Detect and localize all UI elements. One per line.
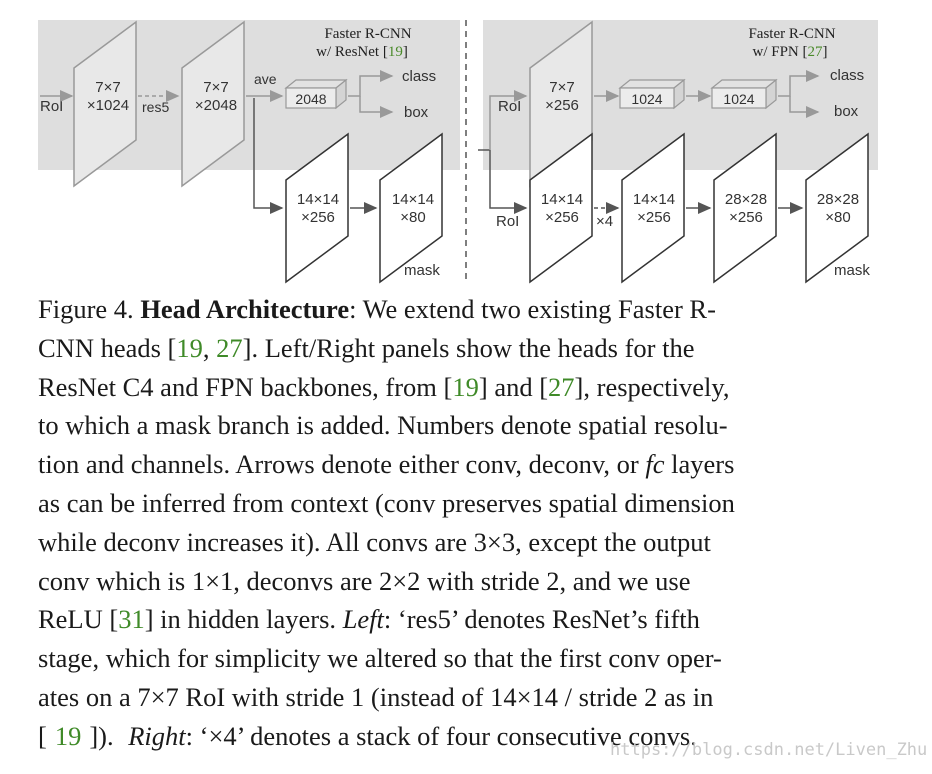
left-mask-box-2: [379, 132, 443, 284]
svg-text:1024: 1024: [631, 91, 662, 107]
res5-label: res5: [142, 99, 169, 115]
svg-text:×2048: ×2048: [195, 97, 237, 114]
svg-text:×256: ×256: [729, 209, 763, 226]
caption-line: while deconv increases it). All convs ar…: [38, 526, 711, 557]
left-title-line2: w/ ResNet [19]: [316, 44, 408, 60]
svg-text:14×14: 14×14: [633, 191, 675, 208]
right-fc-1024-a: [619, 87, 675, 109]
caption-line: CNN heads [19, 27]. Left/Right panels sh…: [38, 332, 695, 363]
caption-line: ResNet C4 and FPN backbones, from [19] a…: [38, 371, 730, 402]
svg-text:14×14: 14×14: [392, 191, 434, 208]
caption-line: stage, which for simplicity we altered s…: [38, 643, 722, 674]
svg-text:28×28: 28×28: [817, 191, 859, 208]
left-box-label: box: [404, 104, 429, 121]
caption-line: ReLU [31] in hidden layers. Left: ‘res5’…: [38, 604, 700, 635]
left-roi-label: RoI: [40, 98, 63, 115]
right-mask-box-3: [713, 132, 777, 284]
svg-text:14×14: 14×14: [541, 191, 583, 208]
caption-line: ates on a 7×7 RoI with stride 1 (instead…: [38, 681, 714, 712]
svg-text:14×14: 14×14: [297, 191, 339, 208]
svg-text:28×28: 28×28: [725, 191, 767, 208]
svg-text:×80: ×80: [400, 209, 425, 226]
right-mask-box-2: [621, 132, 685, 284]
caption-line: as can be inferred from context (conv pr…: [38, 487, 735, 518]
right-panel: Faster R-CNN w/ FPN [27] RoI 7×7 ×256 10…: [478, 20, 870, 284]
right-class-label: class: [830, 67, 864, 84]
left-fc-2048: [285, 87, 337, 109]
svg-text:×256: ×256: [545, 97, 579, 114]
svg-text:7×7: 7×7: [95, 79, 120, 96]
right-roi-bottom-label: RoI: [496, 213, 519, 230]
caption-line: Figure 4. Head Architecture: We extend t…: [38, 294, 716, 324]
right-mask-box-1: [529, 132, 593, 284]
caption-line: conv which is 1×1, deconvs are 2×2 with …: [38, 565, 691, 596]
svg-text:7×7: 7×7: [549, 79, 574, 96]
ave-label: ave: [254, 71, 277, 87]
svg-text:×256: ×256: [545, 209, 579, 226]
left-class-label: class: [402, 68, 436, 85]
left-feature-box-2: [181, 20, 245, 188]
watermark: https://blog.csdn.net/Liven_Zhu: [610, 740, 928, 760]
right-mask-box-4: [805, 132, 869, 284]
left-mask-label: mask: [404, 262, 440, 279]
caption-line: tion and channels. Arrows denote either …: [38, 449, 735, 480]
svg-text:2048: 2048: [295, 91, 326, 107]
left-mask-box-1: [285, 132, 349, 284]
left-feature-box-1: [73, 20, 137, 188]
left-title-line1: Faster R-CNN: [324, 26, 411, 42]
svg-text:1024: 1024: [723, 91, 754, 107]
caption-line: [19]). Right: ‘×4’ denotes a stack of fo…: [38, 720, 697, 751]
figure-caption: Figure 4. Head Architecture: We extend t…: [38, 290, 888, 756]
left-panel: Faster R-CNN w/ ResNet [19] RoI 7×7 ×102…: [40, 20, 443, 284]
svg-text:×256: ×256: [637, 209, 671, 226]
right-fc-1024-b: [711, 87, 767, 109]
svg-text:×256: ×256: [301, 209, 335, 226]
svg-text:×1024: ×1024: [87, 97, 129, 114]
caption-line: to which a mask branch is added. Numbers…: [38, 410, 728, 441]
right-box-label: box: [834, 103, 859, 120]
right-mask-label: mask: [834, 262, 870, 279]
head-architecture-figure: Faster R-CNN w/ ResNet [19] RoI 7×7 ×102…: [0, 0, 932, 290]
right-roi-top-label: RoI: [498, 98, 521, 115]
x4-label: ×4: [596, 213, 613, 230]
svg-text:×80: ×80: [825, 209, 850, 226]
svg-text:7×7: 7×7: [203, 79, 228, 96]
right-title-line1: Faster R-CNN: [748, 26, 835, 42]
right-title-line2: w/ FPN [27]: [752, 44, 827, 60]
